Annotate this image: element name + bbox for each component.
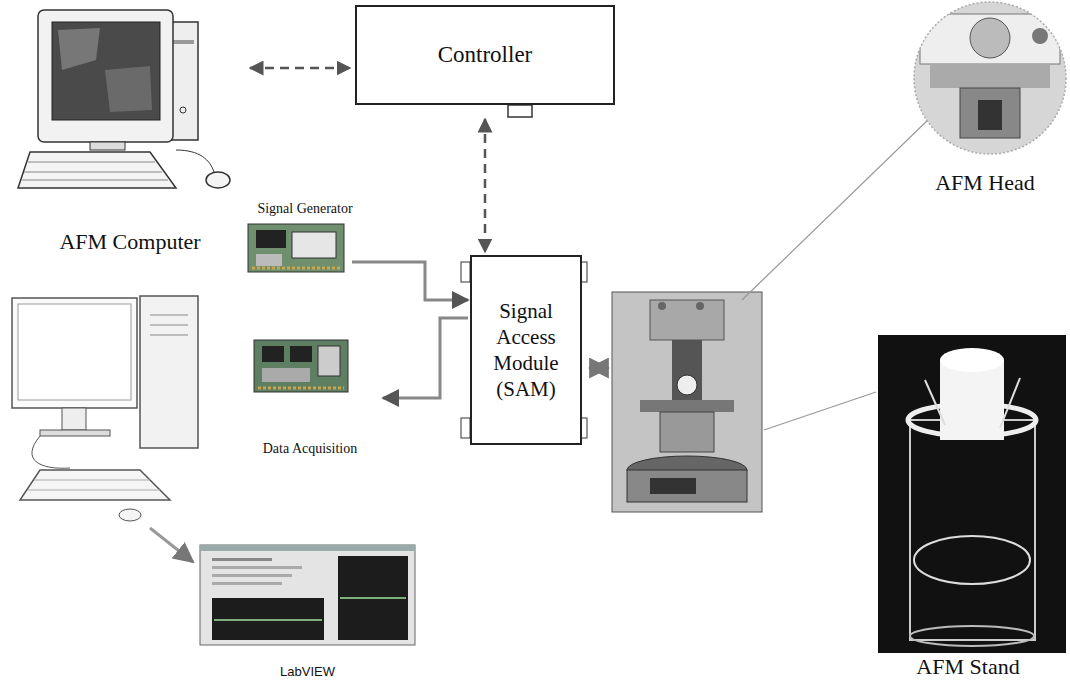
afm-photo <box>612 292 762 512</box>
node-label: AFM Head <box>905 169 1065 197</box>
device-label-group: Data Acquisition <box>240 335 380 457</box>
sam-afm-link <box>590 367 608 370</box>
afm-head-frame <box>914 2 1066 154</box>
node-label: Signal Generator <box>240 200 370 218</box>
lab-computer <box>12 296 198 562</box>
device-label-group: Signal Generator <box>240 200 370 280</box>
process-box: Controller <box>355 5 615 105</box>
leader-line <box>764 392 876 430</box>
leader-line <box>742 118 930 300</box>
node-label: Signal Access Module (SAM) <box>478 298 574 403</box>
afm-stand-photo <box>878 335 1066 653</box>
signal-arrow <box>383 318 468 398</box>
module-box: Signal Access Module (SAM) <box>470 255 582 445</box>
signal-generator-card <box>248 224 344 272</box>
data-acquisition-board <box>254 340 348 392</box>
photo-label-group: AFM Head <box>905 0 1065 196</box>
node-label: AFM Computer <box>15 228 245 256</box>
node-label: AFM Stand <box>868 653 1068 681</box>
signal-arrow <box>352 262 468 300</box>
node-label: Controller <box>438 41 533 70</box>
dashed-link <box>484 119 487 252</box>
afm-head-photo <box>910 0 1070 160</box>
connector-nub <box>508 105 532 117</box>
photo-label-group: AFM Stand <box>868 330 1068 680</box>
node-label: LabVIEW <box>195 664 420 680</box>
node-label: Data Acquisition <box>240 440 380 458</box>
computer-label-group: AFM Computer <box>15 5 245 255</box>
software-label-group: LabVIEW <box>195 540 420 680</box>
labview-screenshot <box>200 545 415 645</box>
dashed-link <box>250 67 350 70</box>
crt-computer <box>18 10 230 188</box>
